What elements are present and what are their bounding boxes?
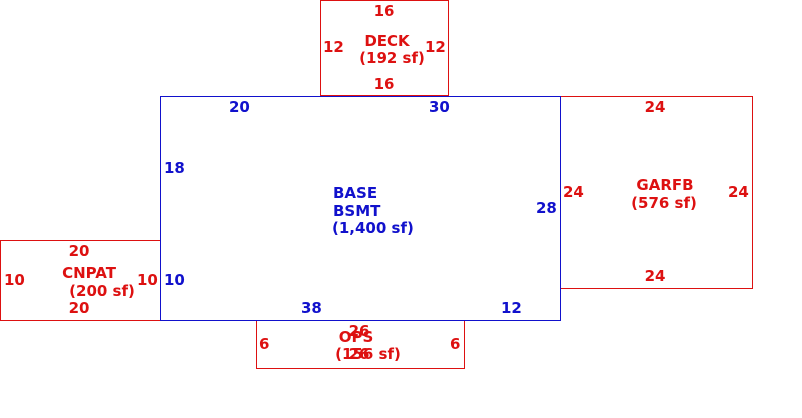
cnpat-dim-left: 10 — [4, 271, 25, 289]
garfb-dim-right: 24 — [728, 183, 749, 201]
deck-area: (192 sf) — [359, 49, 425, 67]
cnpat-dim-right: 10 — [137, 271, 158, 289]
deck-dim-bottom: 16 — [373, 75, 395, 93]
base-dim-bottom-right: 12 — [501, 299, 522, 317]
garfb-dim-bottom: 24 — [644, 267, 666, 285]
ops-area: (156 sf) — [335, 345, 401, 363]
deck-dim-top: 16 — [373, 2, 395, 20]
garfb-name: GARFB — [636, 176, 694, 194]
ops-name: OPS — [338, 328, 374, 346]
base-dim-right: 28 — [536, 199, 557, 217]
base-dim-bottom-left: 38 — [301, 299, 322, 317]
deck-dim-left: 12 — [323, 38, 344, 56]
base-name: BASE — [333, 184, 378, 202]
base-dim-left-lower: 10 — [164, 271, 185, 289]
garfb-dim-left: 24 — [563, 183, 584, 201]
ops-dim-left: 6 — [259, 335, 270, 353]
base-area: (1,400 sf) — [332, 219, 414, 237]
base-outline — [160, 96, 561, 321]
deck-dim-right: 12 — [425, 38, 446, 56]
deck-name: DECK — [364, 32, 410, 50]
deck-outline — [320, 0, 449, 96]
cnpat-name: CNPAT — [62, 264, 116, 282]
garfb-area: (576 sf) — [631, 194, 697, 212]
ops-dim-right: 6 — [450, 335, 461, 353]
garfb-dim-top: 24 — [644, 98, 666, 116]
cnpat-area: (200 sf) — [69, 282, 135, 300]
cnpat-dim-bottom: 20 — [68, 299, 90, 317]
base-dim-left-upper: 18 — [164, 159, 185, 177]
ops-dim-bottom: 26 — [348, 345, 370, 363]
base-dim-top-right: 30 — [429, 98, 450, 116]
ops-dim-top: 26 — [348, 322, 370, 340]
base-sub: BSMT — [333, 202, 381, 220]
cnpat-dim-top: 20 — [68, 242, 90, 260]
base-dim-top-left: 20 — [229, 98, 250, 116]
